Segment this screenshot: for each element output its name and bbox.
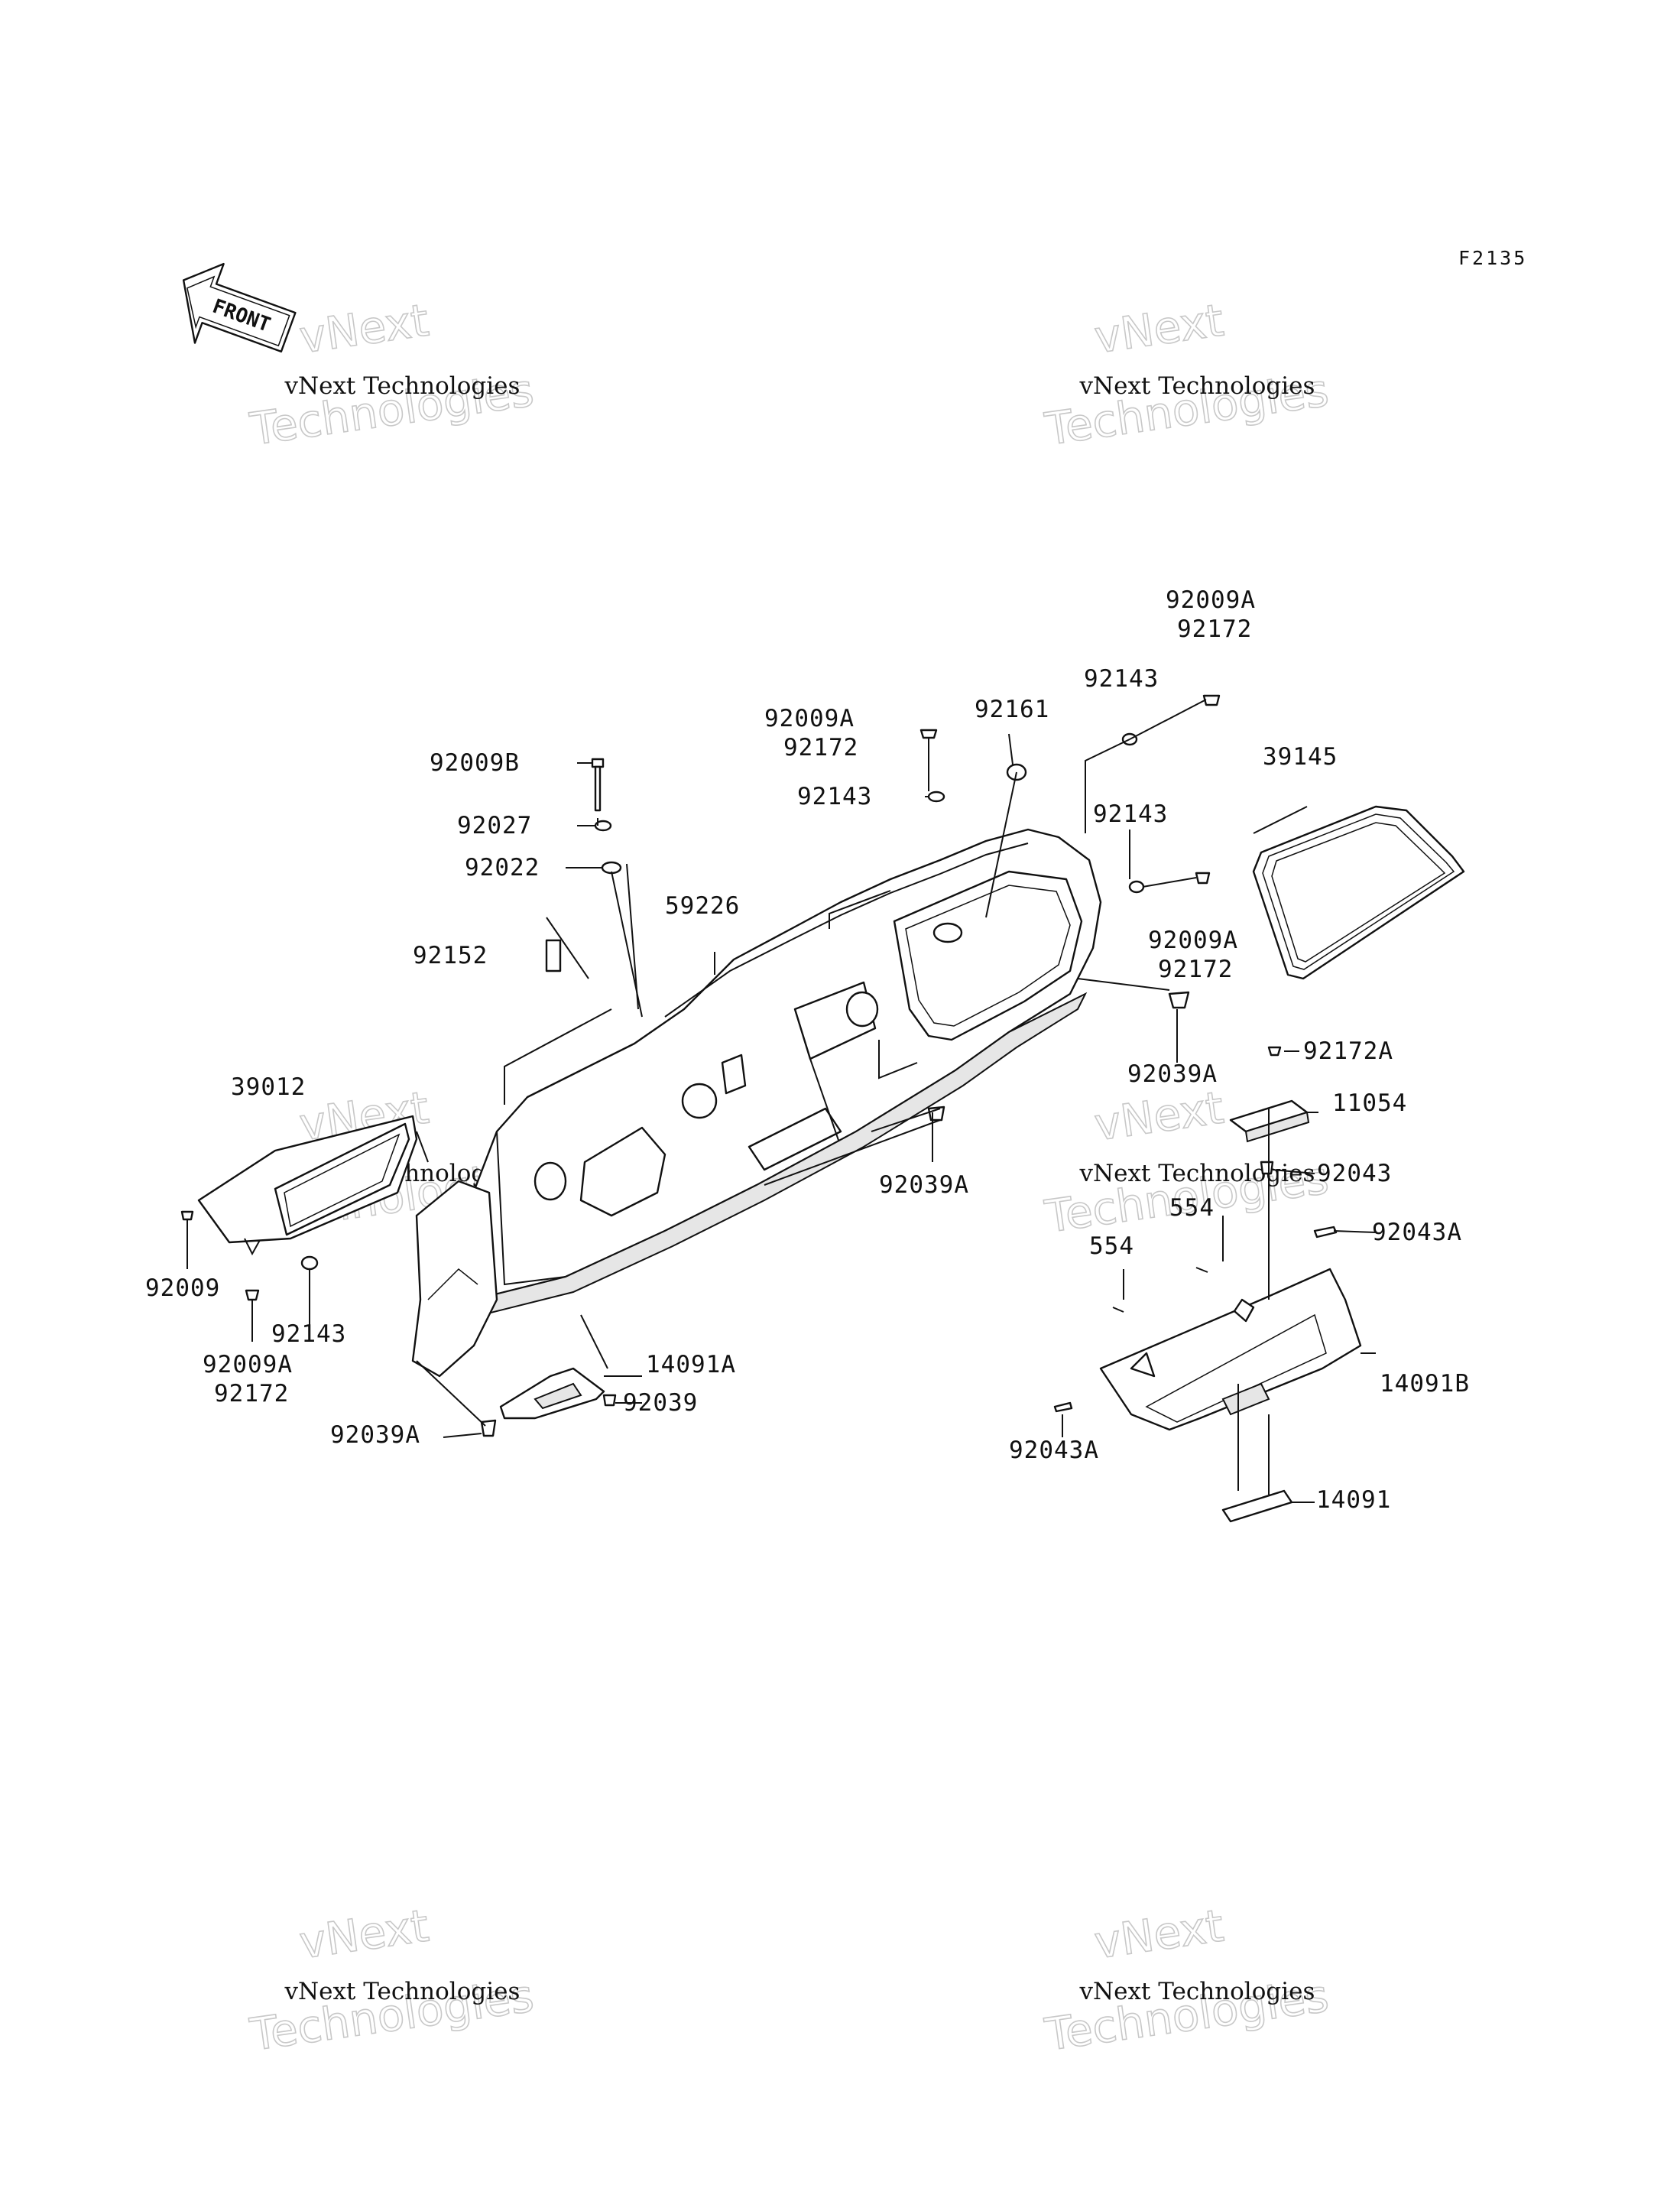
callout-92039a: 92039A bbox=[1127, 1060, 1218, 1088]
callout-14091b: 14091B bbox=[1380, 1370, 1470, 1398]
watermark-bottom-right: vNext Technologies vNext Technologies bbox=[1041, 1899, 1332, 2062]
callout-92172: 92172 bbox=[214, 1380, 289, 1407]
callout-92172: 92172 bbox=[1158, 956, 1233, 983]
dashboard-panel-part bbox=[426, 828, 1102, 1328]
svg-text:vNext Technologies: vNext Technologies bbox=[284, 1978, 520, 2005]
callout-14091a: 14091A bbox=[646, 1351, 736, 1378]
callout-92009: 92009 bbox=[145, 1274, 220, 1302]
watermark-bottom-left: vNext Technologies vNext Technologies bbox=[246, 1899, 537, 2062]
svg-text:vNext: vNext bbox=[1091, 1899, 1227, 1969]
callout-92172: 92172 bbox=[1177, 615, 1252, 643]
callout-92043: 92043 bbox=[1317, 1160, 1392, 1187]
svg-text:vNext: vNext bbox=[1091, 294, 1227, 363]
svg-text:vNext: vNext bbox=[297, 294, 432, 363]
callout-39012: 39012 bbox=[231, 1073, 306, 1101]
gasket-ring-part bbox=[1252, 805, 1465, 980]
callout-92152: 92152 bbox=[413, 942, 488, 969]
callout-92043a: 92043A bbox=[1009, 1437, 1099, 1464]
watermark-top-right: vNext Technologies vNext Technologies bbox=[1041, 294, 1332, 456]
trim-14091-part bbox=[1221, 1489, 1293, 1523]
callout-92022: 92022 bbox=[465, 854, 540, 881]
callout-92039: 92039 bbox=[623, 1389, 698, 1417]
callout-11054: 11054 bbox=[1332, 1089, 1407, 1117]
callout-92009a: 92009A bbox=[1148, 927, 1238, 954]
left-meter-cover-part bbox=[197, 1115, 418, 1256]
callout-92009a: 92009A bbox=[203, 1351, 293, 1378]
callout-39145: 39145 bbox=[1263, 743, 1338, 771]
callout-92143: 92143 bbox=[1084, 665, 1159, 693]
callout-92172a: 92172A bbox=[1303, 1037, 1393, 1065]
callout-59226: 59226 bbox=[665, 892, 740, 920]
svg-text:vNext Technologies: vNext Technologies bbox=[1078, 1160, 1315, 1187]
front-arrow-icon: FRONT bbox=[182, 262, 297, 353]
figure-number: F2135 bbox=[1458, 247, 1527, 269]
callout-92009a: 92009A bbox=[764, 705, 855, 732]
svg-text:vNext Technologies: vNext Technologies bbox=[1078, 372, 1315, 400]
svg-text:vNext Technologies: vNext Technologies bbox=[284, 372, 520, 400]
callout-92039a: 92039A bbox=[330, 1421, 420, 1449]
callout-554: 554 bbox=[1169, 1194, 1215, 1222]
callout-92009a: 92009A bbox=[1166, 586, 1256, 614]
callout-92009b: 92009B bbox=[430, 749, 520, 777]
callout-92172: 92172 bbox=[783, 734, 858, 761]
callout-92027: 92027 bbox=[457, 812, 532, 839]
svg-text:vNext: vNext bbox=[1091, 1081, 1227, 1151]
svg-text:vNext: vNext bbox=[297, 1899, 432, 1969]
left-side-bracket-part bbox=[411, 1180, 498, 1378]
fastener-icons bbox=[180, 694, 1338, 1437]
bottom-cover-14091b-part bbox=[1099, 1268, 1362, 1431]
callout-14091: 14091 bbox=[1316, 1486, 1391, 1514]
callout-92043a: 92043A bbox=[1372, 1219, 1462, 1246]
leader-lines bbox=[186, 699, 1377, 1503]
trim-14091a-part bbox=[499, 1367, 605, 1420]
callout-92039a: 92039A bbox=[879, 1171, 969, 1199]
callout-92143: 92143 bbox=[797, 783, 872, 810]
callout-labels: 92009A 92172 92143 39145 92161 92009A 92… bbox=[145, 586, 1470, 1514]
callout-92143: 92143 bbox=[271, 1320, 346, 1348]
callout-554: 554 bbox=[1089, 1232, 1134, 1260]
callout-92143: 92143 bbox=[1093, 800, 1168, 828]
callout-92161: 92161 bbox=[975, 696, 1049, 723]
svg-text:vNext Technologies: vNext Technologies bbox=[1078, 1978, 1315, 2005]
